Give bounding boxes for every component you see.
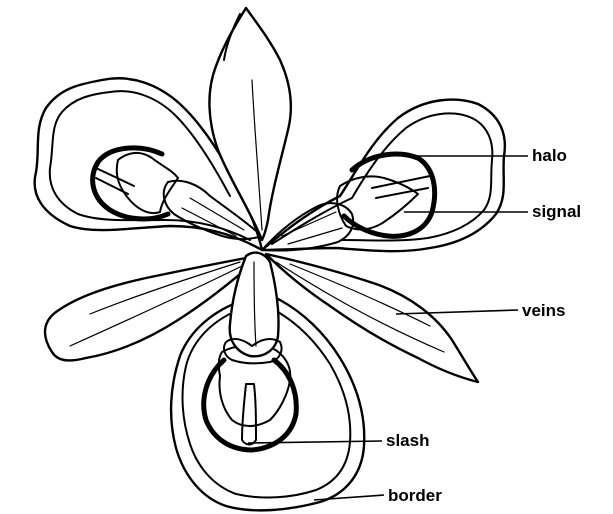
label-slash: slash xyxy=(386,431,429,450)
upper-right-fall-petal xyxy=(262,100,505,252)
label-halo: halo xyxy=(532,146,567,165)
label-border: border xyxy=(388,486,442,505)
label-veins: veins xyxy=(522,301,565,320)
label-signal: signal xyxy=(532,202,581,221)
